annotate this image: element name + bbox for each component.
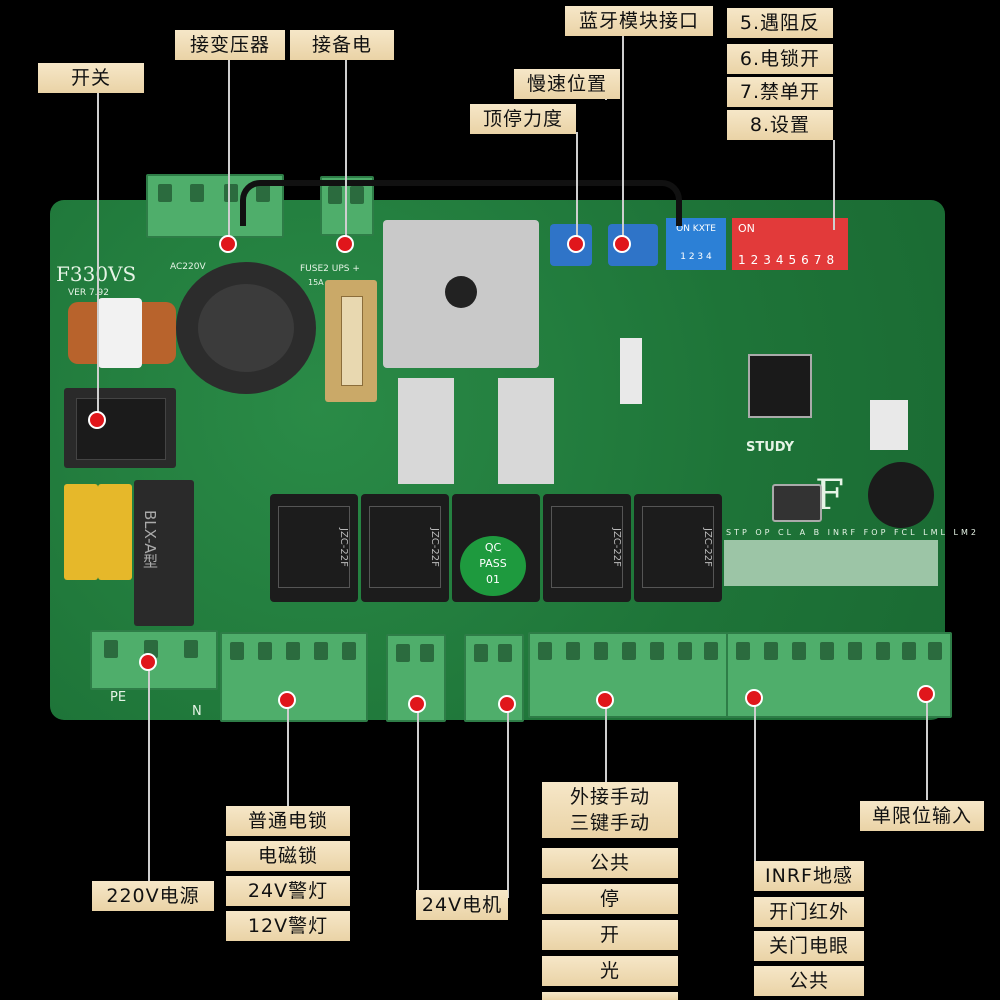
label-stop: 停 [542, 884, 678, 914]
manual-control-terminal[interactable] [528, 632, 728, 718]
motor-dot-b [498, 695, 516, 713]
relay-5: JZC-22F [634, 494, 722, 602]
label-cut [542, 992, 678, 1000]
film-capacitor-1 [64, 484, 98, 580]
terminal-top-labels: STP OP CL A B INRF FOP FCL LML LM2 [726, 528, 979, 537]
qc-text-3: 01 [486, 573, 500, 586]
microcontroller-chip [748, 354, 812, 418]
power-rocker-switch[interactable] [64, 388, 176, 468]
label-inrf: INRF地感 [754, 861, 864, 891]
connector-white-2 [870, 400, 908, 450]
relay-3: QC PASS 01 [452, 494, 540, 602]
pe-label: PE [110, 690, 127, 705]
board-model: F330VS [56, 262, 136, 286]
label-normal-lock: 普通电锁 [226, 806, 350, 836]
pin-header-strip [724, 540, 938, 586]
label-transformer: 接变压器 [175, 30, 285, 60]
bridge-rectifier [383, 220, 539, 368]
connector-white-1 [620, 338, 642, 404]
label-warn-24v: 24V警灯 [226, 876, 350, 906]
label-manual-external-line1: 外接手动 [569, 786, 650, 808]
fuse-rating: 15A [308, 278, 324, 287]
label-switch: 开关 [38, 63, 144, 93]
qc-text-1: QC [484, 541, 502, 554]
transformer-dot [219, 235, 237, 253]
electrolytic-capacitor [176, 262, 316, 394]
limit-dot [917, 685, 935, 703]
label-magnetic-lock: 电磁锁 [226, 841, 350, 871]
dip-switch-8[interactable]: ON 12345678 [732, 218, 848, 270]
lock-light-terminal[interactable] [220, 632, 368, 722]
dip4-numbers: 1 2 3 4 [680, 252, 712, 262]
label-single-limit: 单限位输入 [860, 801, 984, 831]
dip-switch-4[interactable]: ON KXTE 1 2 3 4 [666, 218, 726, 270]
relay-4: JZC-22F [543, 494, 631, 602]
top-stop-dot [567, 235, 585, 253]
sensor-dot [745, 689, 763, 707]
ac-label: AC220V [170, 262, 206, 272]
label-slow-position: 慢速位置 [514, 69, 620, 99]
dip4-on-label: ON KXTE [676, 224, 716, 234]
label-backup-power: 接备电 [290, 30, 394, 60]
motor-dot-a [408, 695, 426, 713]
cable [240, 180, 682, 226]
filter-label: BLX-A型 [141, 510, 159, 569]
label-dip8: 8.设置 [727, 110, 833, 140]
emi-filter: BLX-A型 [134, 480, 194, 626]
label-220v-power: 220V电源 [92, 881, 214, 911]
study-button[interactable] [772, 484, 822, 522]
label-close-eye: 关门电眼 [754, 931, 864, 961]
slow-pos-dot [613, 235, 631, 253]
board-version: VER 7.92 [68, 288, 109, 298]
label-24v-motor: 24V电机 [416, 890, 508, 920]
buzzer [868, 462, 934, 528]
label-dip6: 6.电锁开 [727, 44, 833, 74]
label-top-stop-force: 顶停力度 [470, 104, 576, 134]
label-warn-12v: 12V警灯 [226, 911, 350, 941]
relay-2: JZC-22F [361, 494, 449, 602]
label-dip7: 7.禁单开 [727, 77, 833, 107]
lock-dot [278, 691, 296, 709]
label-manual-external: 外接手动 三键手动 [542, 782, 678, 838]
backup-dot [336, 235, 354, 253]
motor-terminal-b[interactable] [464, 634, 524, 722]
relay-1: JZC-22F [270, 494, 358, 602]
qc-text-2: PASS [479, 557, 507, 570]
fuse-holder [325, 280, 377, 402]
study-label: STUDY [746, 440, 795, 455]
label-manual-external-line2: 三键手动 [569, 812, 650, 834]
label-open: 开 [542, 920, 678, 950]
n-label: N [192, 704, 202, 719]
sensor-terminal[interactable] [726, 632, 952, 718]
label-common-2: 公共 [754, 966, 864, 996]
label-open-ir: 开门红外 [754, 897, 864, 927]
fuse-label: FUSE2 UPS + [300, 264, 360, 274]
switch-dot [88, 411, 106, 429]
label-dip5: 5.遇阻反 [727, 8, 833, 38]
label-light: 光 [542, 956, 678, 986]
heatsink-1 [398, 378, 454, 484]
power-dot [139, 653, 157, 671]
label-common-1: 公共 [542, 848, 678, 878]
dip8-numbers: 12345678 [738, 253, 840, 267]
inductor-coil [68, 298, 176, 368]
manual-dot [596, 691, 614, 709]
label-bluetooth: 蓝牙模块接口 [565, 6, 713, 36]
dip8-on-label: ON [738, 222, 755, 235]
film-capacitor-2 [98, 484, 132, 580]
heatsink-2 [498, 378, 554, 484]
